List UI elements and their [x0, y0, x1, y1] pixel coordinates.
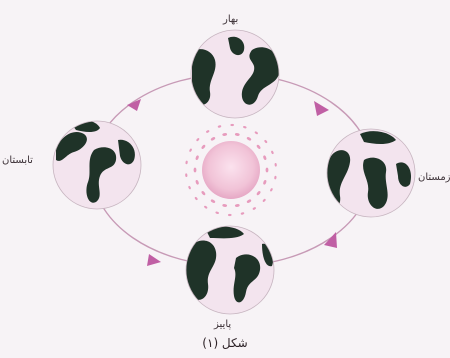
sun-ray: [243, 126, 247, 129]
sun-ray: [217, 125, 221, 128]
sun-ray: [230, 124, 234, 126]
orbit-arrow-bottom-left: [147, 254, 161, 266]
sun-ray: [215, 211, 219, 214]
sun-ray: [266, 168, 269, 173]
sun-ray: [271, 150, 274, 154]
sun-ray: [228, 214, 232, 216]
label-top-season: بهار: [223, 14, 238, 25]
sun-ray: [263, 180, 267, 185]
sun-ray: [270, 188, 274, 192]
sun-ray: [204, 205, 208, 209]
figure-caption: شکل (۱): [0, 336, 450, 350]
sun-ray: [235, 204, 240, 208]
sun-ray: [252, 207, 256, 211]
label-bottom-season: پاییز: [214, 319, 231, 330]
sun-ray: [185, 160, 188, 164]
sun-ray: [235, 133, 240, 137]
sun-core: [202, 141, 260, 199]
sun-ray: [222, 204, 227, 208]
sun-ray: [195, 180, 199, 185]
sun-ray: [201, 190, 206, 195]
sun-ray: [274, 163, 277, 167]
orbit-arrow-bottom-right: [324, 232, 337, 248]
sun-ray: [246, 136, 252, 141]
sun-ray: [188, 186, 191, 190]
earth-bottom: [184, 226, 274, 314]
sun-ray: [194, 196, 198, 200]
sun-ray: [196, 138, 200, 142]
sun-ray: [262, 198, 266, 202]
sun-ray: [201, 144, 206, 149]
label-left-season: تابستان: [2, 155, 33, 166]
sun-ray: [189, 148, 193, 152]
sun-ray: [195, 155, 199, 160]
sun-ray: [210, 136, 216, 141]
earth-top: [191, 30, 280, 122]
orbit-arrow-top-right: [314, 101, 329, 116]
sun-ray: [254, 131, 258, 135]
sun-ray: [256, 144, 261, 149]
sun-ray: [194, 168, 197, 173]
earth-left: [53, 120, 141, 209]
sun-ray: [206, 130, 210, 134]
sun-ray: [264, 139, 268, 143]
sun-ray: [263, 155, 267, 160]
earth-right: [324, 129, 415, 217]
sun-ray: [240, 212, 244, 215]
sun: [185, 124, 277, 216]
sun-ray: [210, 199, 216, 204]
sun-ray: [274, 176, 277, 180]
sun-ray: [185, 173, 188, 177]
sun-ray: [222, 133, 227, 137]
sun-ray: [246, 199, 252, 204]
sun-ray: [256, 190, 261, 195]
label-right-season: زمستان: [418, 172, 450, 183]
